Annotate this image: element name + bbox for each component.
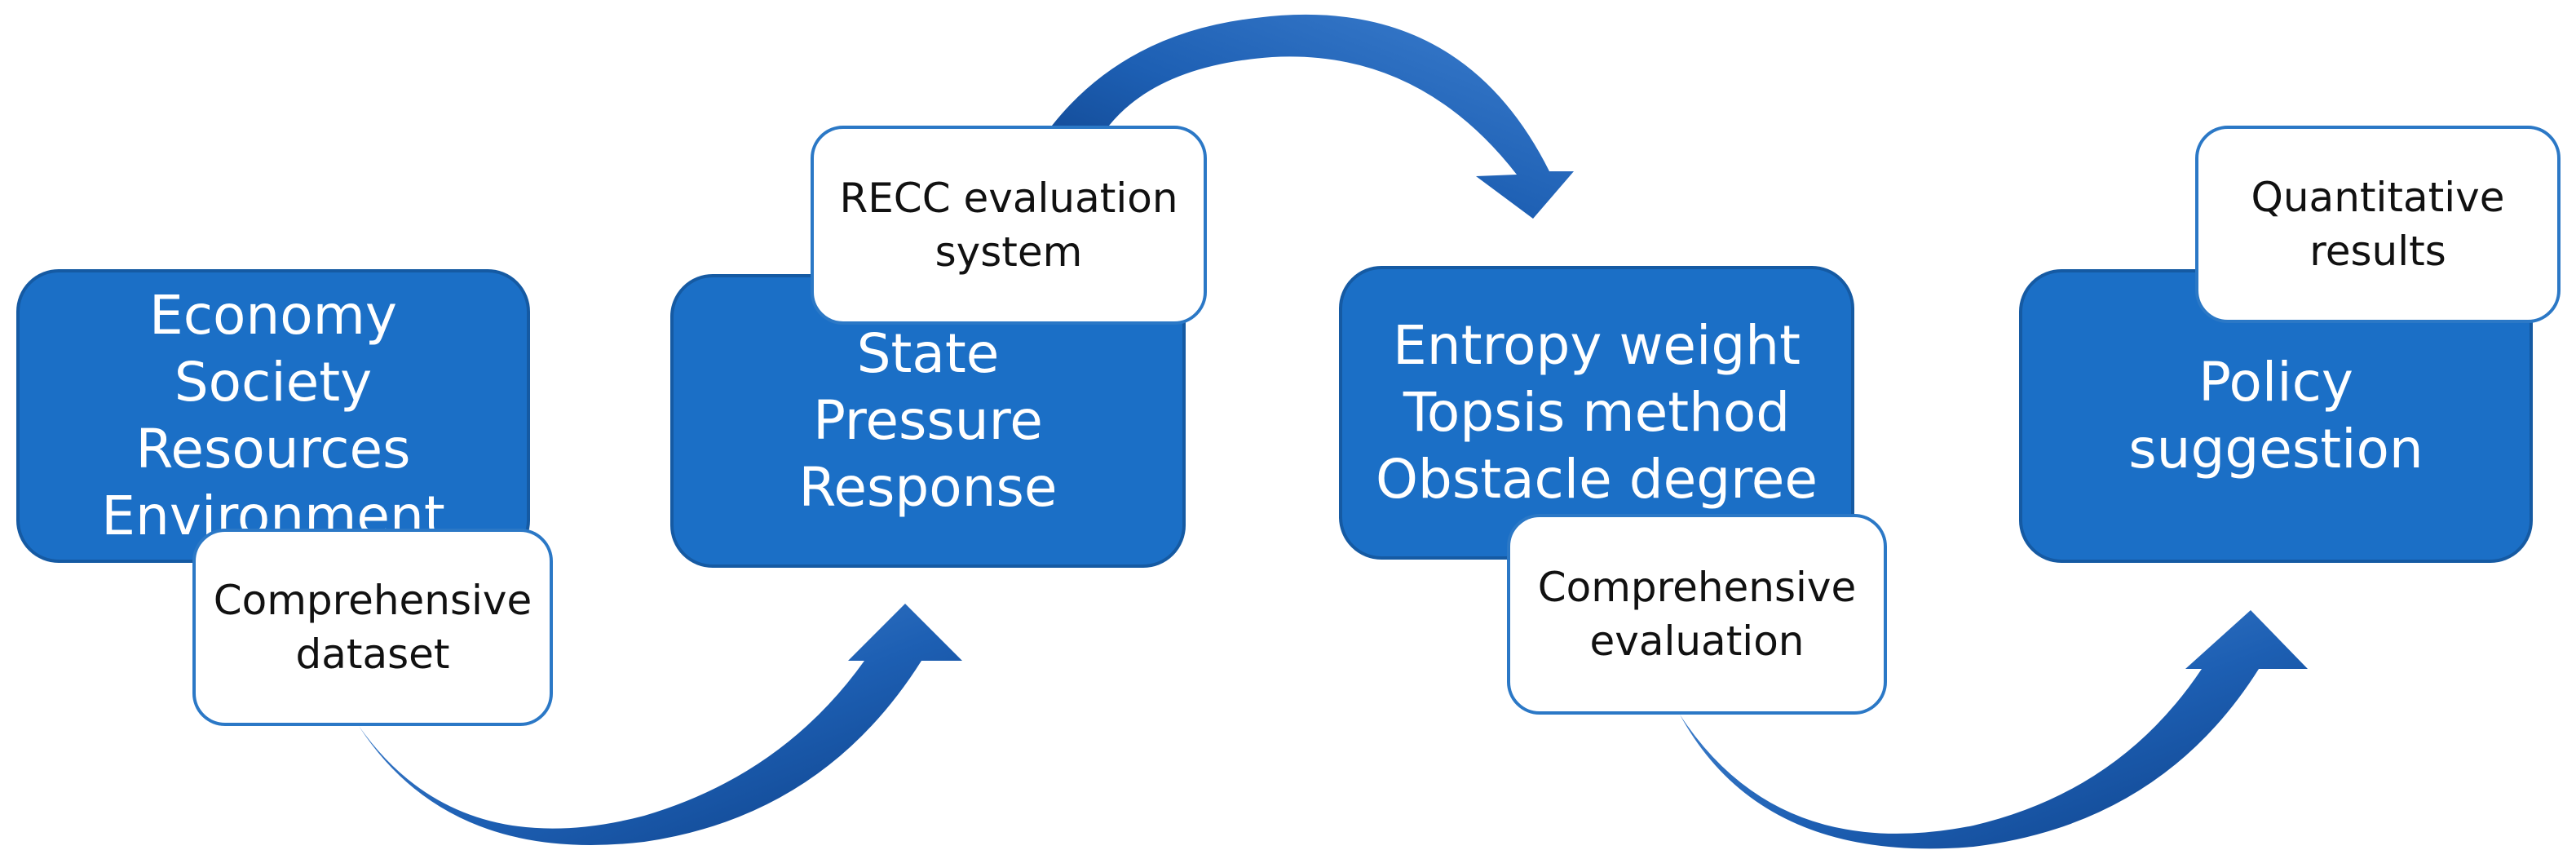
label4-line1: Quantitative (2251, 174, 2505, 221)
step1-line1: Economy (149, 284, 397, 347)
curved-arrow-1 (359, 604, 962, 845)
label4-line2: results (2309, 228, 2446, 275)
step3-line2: Topsis method (1403, 381, 1791, 444)
label3-line2: evaluation (1589, 618, 1805, 665)
step1-line2: Society (174, 351, 373, 414)
label-recc-evaluation-system: RECC evaluation system (811, 126, 1207, 325)
step4-line2: suggestion (2128, 418, 2424, 480)
step3-line1: Entropy weight (1393, 314, 1801, 377)
step2-line1: State (856, 322, 1000, 385)
step3-line3: Obstacle degree (1375, 448, 1818, 511)
label3-line1: Comprehensive (1537, 564, 1857, 611)
step-box-data-domains: Economy Society Resources Environment (16, 269, 530, 563)
step-box-methods: Entropy weight Topsis method Obstacle de… (1339, 266, 1854, 560)
label-comprehensive-evaluation: Comprehensive evaluation (1507, 514, 1887, 715)
step2-line2: Pressure (813, 389, 1043, 452)
label-quantitative-results: Quantitative results (2195, 126, 2561, 323)
label2-line2: system (935, 228, 1083, 276)
curved-arrow-2 (1052, 14, 1574, 219)
curved-arrow-3 (1680, 610, 2308, 849)
label1-line1: Comprehensive (213, 577, 532, 624)
step4-line1: Policy (2198, 351, 2353, 414)
step1-line3: Resources (135, 418, 411, 480)
label1-line2: dataset (295, 631, 450, 678)
label2-line1: RECC evaluation (839, 175, 1178, 222)
step2-line3: Response (798, 456, 1058, 519)
label-comprehensive-dataset: Comprehensive dataset (192, 529, 553, 726)
